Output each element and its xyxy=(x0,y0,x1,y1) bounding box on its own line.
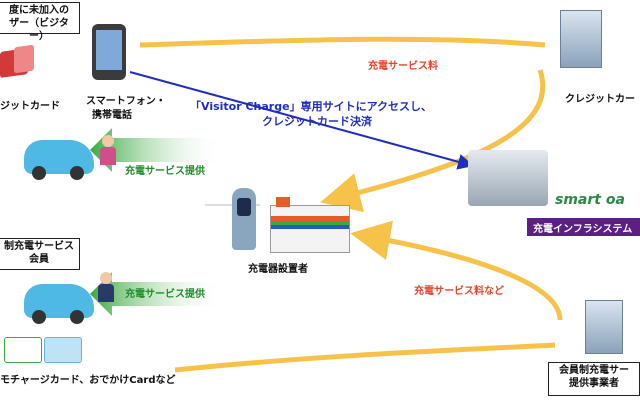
smartphone-label-1: スマートフォン・ xyxy=(86,96,166,107)
fee-label-top: 充電サービス料 xyxy=(368,61,438,72)
infra-system-bar: 充電インフラシステム xyxy=(527,218,640,236)
member-card-icon-1 xyxy=(4,337,42,363)
member-user-line2: 会員 xyxy=(29,254,49,265)
service-label-visitor: 充電サービス提供 xyxy=(125,166,205,177)
store-icon xyxy=(270,205,350,253)
smart-oasis-logo: smart oa xyxy=(555,192,625,208)
person-icon-member xyxy=(98,272,114,304)
smartphone-label-2: 携帯電話 xyxy=(92,110,132,121)
service-arrow-visitor xyxy=(90,128,225,172)
credit-company-building-icon xyxy=(560,10,602,68)
service-arrow-member xyxy=(90,272,225,316)
member-operator-box: 会員制充電サー 提供事業者 xyxy=(548,362,640,396)
store-sign-icon xyxy=(276,197,290,207)
credit-card-label: ジットカード xyxy=(0,101,60,112)
member-card-icon-2 xyxy=(44,337,82,363)
wheel-icon-c xyxy=(32,310,46,324)
person-icon-visitor xyxy=(100,135,116,167)
smartphone-icon xyxy=(92,24,126,80)
wheel-icon-d xyxy=(70,310,84,324)
charger-site-label: 充電器設置者 xyxy=(248,264,308,275)
fee-arrow-top xyxy=(320,69,546,213)
wheel-icon-b xyxy=(70,166,84,180)
member-cards-label: モチャージカード、おでかけCardなど xyxy=(0,375,176,386)
fee-arrow-bottom xyxy=(350,220,563,321)
fee-label-bottom: 充電サービス料など xyxy=(414,286,504,297)
visitor-site-arrow xyxy=(129,71,474,170)
visitor-user-line2: ザー（ビジター） xyxy=(9,18,69,42)
wheel-icon-a xyxy=(32,166,46,180)
fee-line-bottom xyxy=(174,342,556,373)
member-user-box: 制充電サービス 会員 xyxy=(0,238,80,270)
charger-icon xyxy=(232,188,256,250)
visitor-site-label-2: クレジットカード決済 xyxy=(262,115,372,128)
visitor-user-box: 度に未加入の ザー（ビジター） xyxy=(0,2,80,42)
infra-cityscape-icon xyxy=(468,150,548,206)
credit-card-icon-2 xyxy=(14,44,34,74)
member-operator-line2: 提供事業者 xyxy=(569,378,619,389)
member-operator-building-icon xyxy=(585,300,623,354)
infra-system-label: 充電インフラシステム xyxy=(533,224,633,235)
member-user-line1: 制充電サービス xyxy=(4,241,74,252)
service-label-member: 充電サービス提供 xyxy=(125,289,205,300)
credit-company-label: クレジットカー xyxy=(565,94,635,105)
fee-line-top xyxy=(139,36,546,48)
visitor-user-line1: 度に未加入の xyxy=(9,5,69,16)
member-operator-line1: 会員制充電サー xyxy=(559,365,629,376)
visitor-site-label-1: 「Visitor Charge」専用サイトにアクセスし、 xyxy=(190,100,433,113)
